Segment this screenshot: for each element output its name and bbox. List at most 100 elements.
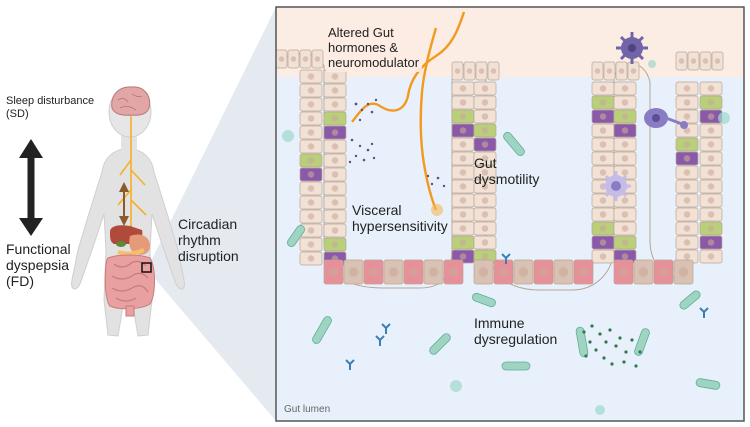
cell-nucleus [368,267,379,277]
cell-nucleus [331,143,339,150]
cell-nucleus [707,155,715,162]
cell-nucleus [307,73,315,80]
cell-nucleus [481,99,489,106]
visceral-hypersensitivity-label: Visceral hypersensitivity [352,202,448,235]
cell-nucleus [599,239,607,246]
cell-nucleus [621,211,629,218]
cell-nucleus [459,85,467,92]
cell-nucleus [621,127,629,134]
gut-lumen-label: Gut lumen [284,404,331,415]
cell-nucleus [621,99,629,106]
cell-nucleus [621,239,629,246]
cell-nucleus [621,113,629,120]
cell-nucleus [707,253,715,260]
cell-nucleus [290,56,297,62]
cell-nucleus [307,213,315,220]
gut-hormones-label: Altered Gut hormones & neuromodulator [328,25,420,70]
cell-nucleus [683,155,691,162]
cell-nucleus [707,197,715,204]
cell-nucleus [678,58,685,64]
nerve-fiber-2 [419,27,438,211]
particle [282,130,294,142]
cell-nucleus [331,129,339,136]
cell-nucleus [481,197,489,204]
cell-nucleus [630,68,637,74]
cell-nucleus [481,211,489,218]
cell-nucleus [714,58,721,64]
bacterium [472,292,496,308]
bacterium [634,328,650,356]
sleep-disturbance-label: Sleep disturbance (SD) [6,95,95,120]
cell-nucleus [599,113,607,120]
cell-nucleus [707,113,715,120]
cell-nucleus [707,239,715,246]
brain [111,86,151,116]
cell-nucleus [331,87,339,94]
cell-nucleus [599,141,607,148]
particle [595,405,605,415]
cell-nucleus [707,141,715,148]
cell-nucleus [481,183,489,190]
cell-nucleus [683,169,691,176]
brain-gut-arrow [119,182,129,226]
nerve-fiber-1 [351,11,466,123]
cell-nucleus [658,267,669,277]
cell-nucleus [307,241,315,248]
cell-nucleus [702,58,709,64]
cell-nucleus [707,183,715,190]
cell-nucleus [599,99,607,106]
cell-nucleus [331,157,339,164]
circadian-rhythm-label: Circadian rhythm disruption [178,216,239,265]
cell-nucleus [459,197,467,204]
cell-nucleus [481,141,489,148]
bacterium [501,361,531,371]
hormones-label-bg [326,24,422,72]
immune-dysregulation-label: Immune dysregulation [474,315,558,348]
cell-nucleus [428,267,439,277]
bacterium [312,316,332,344]
zoom-box [141,262,152,273]
cell-nucleus [707,99,715,106]
cell-nucleus [678,267,689,277]
antibody [699,307,709,318]
cell-nucleus [459,141,467,148]
cell-nucleus [481,239,489,246]
cell-nucleus [459,113,467,120]
antibody [501,253,511,264]
cell-nucleus [599,211,607,218]
bacterium [679,290,701,310]
cell-nucleus [448,267,459,277]
cell-nucleus [621,253,629,260]
cell-nucleus [478,267,489,277]
cell-nucleus [331,213,339,220]
cell-nucleus [599,197,607,204]
immune-cells [601,32,688,201]
bacterium [503,131,525,157]
cell-nucleus [683,127,691,134]
cell-nucleus [459,183,467,190]
cell-nucleus [621,85,629,92]
particle [718,112,730,124]
cell-nucleus [683,113,691,120]
cell-nucleus [331,227,339,234]
cell-nucleus [466,68,473,74]
cell-nucleus [307,255,315,262]
cell-nucleus [683,211,691,218]
cell-nucleus [707,211,715,218]
cell-nucleus [302,56,309,62]
cell-nucleus [481,155,489,162]
immune-cell [601,171,631,201]
cell-nucleus [459,169,467,176]
cell-nucleus [599,85,607,92]
cell-nucleus [331,115,339,122]
cell-nucleus [683,141,691,148]
antibody [345,359,355,370]
cell-nucleus [618,68,625,74]
cell-nucleus [538,267,549,277]
cell-nucleus [683,85,691,92]
antibody [381,323,391,334]
cell-nucleus [278,56,285,62]
cell-nucleus [481,85,489,92]
bacterium [287,225,305,247]
cell-nucleus [481,225,489,232]
